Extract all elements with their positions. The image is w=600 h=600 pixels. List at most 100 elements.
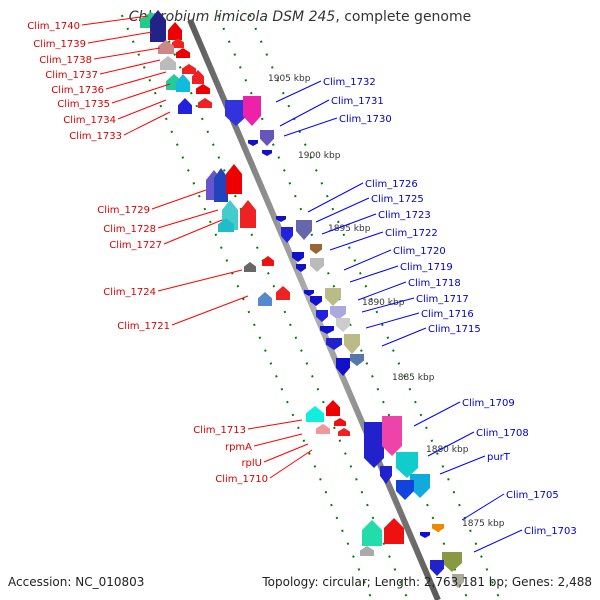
right-leader-14 <box>413 401 461 427</box>
left-leader-3 <box>93 47 161 60</box>
left-leader-2 <box>87 31 153 44</box>
right-leader-9 <box>349 265 399 283</box>
gene-feature-47 <box>178 98 192 114</box>
genome-title-suffix: , complete genome <box>335 9 472 25</box>
accession-text: Accession: NC_010803 <box>8 575 145 589</box>
right-gene-label-14: Clim_1709 <box>462 398 515 409</box>
right-leader-1 <box>275 80 322 103</box>
gene-feature-65 <box>384 518 404 544</box>
gene-feature-40 <box>160 56 176 70</box>
gene-feature-56 <box>262 256 274 266</box>
left-leader-7 <box>117 99 167 120</box>
right-leader-15 <box>427 431 475 457</box>
right-gene-label-10: Clim_1718 <box>408 278 461 289</box>
gene-feature-42 <box>182 64 196 74</box>
right-leader-10 <box>357 281 407 301</box>
left-leader-16 <box>263 443 309 463</box>
gene-feature-5 <box>262 150 272 156</box>
gene-feature-41 <box>176 48 190 58</box>
left-leader-1 <box>81 15 149 26</box>
gene-feature-54 <box>218 218 234 232</box>
gene-feature-22 <box>350 354 364 366</box>
gene-feature-34 <box>452 574 464 588</box>
right-gene-label-7: Clim_1722 <box>385 228 438 239</box>
gene-feature-15 <box>316 310 328 322</box>
gene-feature-18 <box>336 318 350 332</box>
right-gene-label-6: Clim_1723 <box>378 210 431 221</box>
genome-title: Chlorobium limicola DSM 245, complete ge… <box>0 9 600 25</box>
left-gene-label-9: Clim_1729 <box>97 205 150 216</box>
scale-label-2: 1900 kbp <box>298 151 341 161</box>
left-leader-10 <box>157 209 219 229</box>
genome-summary: Topology: circular; Length: 2,763,181 bp… <box>262 575 592 589</box>
left-gene-label-17: Clim_1710 <box>215 474 268 485</box>
right-leader-3 <box>283 117 338 137</box>
gene-feature-30 <box>432 524 444 532</box>
left-leader-13 <box>171 295 249 326</box>
right-gene-label-2: Clim_1731 <box>331 96 384 107</box>
gene-feature-60 <box>326 400 340 416</box>
left-gene-label-10: Clim_1728 <box>103 224 156 235</box>
gene-feature-59 <box>306 406 324 422</box>
right-gene-label-8: Clim_1720 <box>393 246 446 257</box>
gene-feature-26 <box>396 452 418 478</box>
gene-feature-58 <box>276 286 290 300</box>
gene-feature-7 <box>281 227 293 243</box>
gene-feature-61 <box>316 424 330 434</box>
left-gene-label-5: Clim_1736 <box>51 85 104 96</box>
left-leader-6 <box>111 83 171 104</box>
scale-label-7: 1875 kbp <box>462 519 505 529</box>
left-gene-label-15: rpmA <box>225 442 252 453</box>
right-gene-label-18: Clim_1703 <box>524 526 577 537</box>
right-gene-label-9: Clim_1719 <box>400 262 453 273</box>
left-gene-label-8: Clim_1733 <box>69 131 122 142</box>
right-leader-5 <box>315 197 370 223</box>
gene-feature-45 <box>192 70 204 84</box>
gene-feature-53 <box>240 200 256 228</box>
gene-feature-17 <box>330 306 346 320</box>
right-leader-4 <box>307 182 364 213</box>
gene-feature-46 <box>196 84 210 94</box>
gene-feature-44 <box>176 74 190 92</box>
gene-label-leaders <box>81 15 523 553</box>
gene-feature-38 <box>172 38 184 48</box>
right-gene-label-12: Clim_1716 <box>421 309 474 320</box>
organism-name: Chlorobium limicola DSM 245 <box>128 9 336 25</box>
left-leader-15 <box>253 433 303 447</box>
gene-feature-13 <box>304 290 314 296</box>
gene-feature-27 <box>410 474 430 498</box>
gene-feature-31 <box>420 532 430 538</box>
gene-feature-32 <box>442 552 462 572</box>
scale-label-5: 1885 kbp <box>392 373 435 383</box>
gene-feature-20 <box>326 338 342 350</box>
gene-feature-25 <box>382 416 402 456</box>
gene-feature-57 <box>258 292 272 306</box>
left-gene-label-13: Clim_1721 <box>117 321 170 332</box>
left-leader-9 <box>151 189 207 210</box>
gene-feature-62 <box>334 418 346 426</box>
right-leader-12 <box>365 312 420 329</box>
gene-feature-4 <box>260 130 274 146</box>
left-leader-8 <box>123 111 171 136</box>
left-leader-5 <box>105 71 167 90</box>
scale-label-6: 1880 kbp <box>426 445 469 455</box>
right-leader-7 <box>329 231 384 251</box>
gene-feature-50 <box>214 168 228 202</box>
left-leader-17 <box>269 449 313 479</box>
right-leader-13 <box>381 327 427 347</box>
gene-feature-36 <box>150 10 166 42</box>
right-leader-11 <box>361 297 415 313</box>
right-leader-6 <box>321 213 377 235</box>
right-gene-label-16: purT <box>487 452 511 463</box>
right-gene-label-15: Clim_1708 <box>476 428 529 439</box>
gene-feature-28 <box>380 466 392 484</box>
left-gene-label-7: Clim_1734 <box>63 115 116 126</box>
gene-feature-3 <box>248 140 258 146</box>
left-gene-label-11: Clim_1727 <box>109 240 162 251</box>
left-leader-4 <box>99 59 161 75</box>
gene-feature-11 <box>296 264 306 272</box>
right-leader-18 <box>473 529 523 553</box>
